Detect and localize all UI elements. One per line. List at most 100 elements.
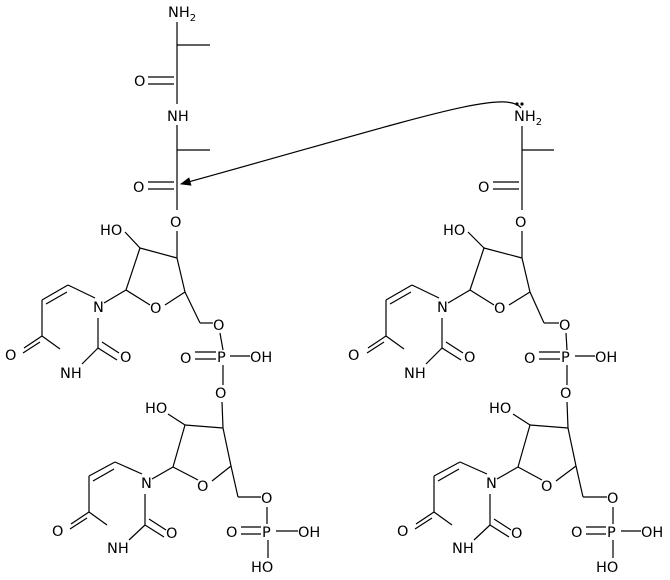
- bond: [125, 247, 141, 291]
- bond: [167, 413, 186, 426]
- bond: [81, 347, 99, 365]
- bond: [219, 332, 224, 351]
- right-o2-label: O: [464, 350, 475, 366]
- double-bond: [148, 518, 167, 531]
- double-bond: [489, 524, 510, 538]
- left-o2b-label: O: [166, 526, 177, 542]
- bond: [433, 511, 453, 526]
- bond: [415, 511, 435, 525]
- right-p2-oh-label: OH: [641, 525, 663, 541]
- bond: [483, 247, 523, 259]
- right-o4-label: O: [348, 348, 359, 364]
- right-n1-label: N: [437, 300, 448, 316]
- right-molecule: NH2 O O HO O O N O NH: [348, 102, 663, 576]
- left-o5-label: O: [213, 318, 224, 334]
- left-o2-label: O: [120, 350, 131, 366]
- double-bond: [144, 524, 165, 538]
- bond: [23, 335, 43, 349]
- bond: [517, 424, 531, 468]
- right-p-oh-label: OH: [595, 350, 617, 366]
- bond: [467, 231, 485, 249]
- bond: [114, 461, 143, 475]
- right-ho-label: HO: [443, 223, 465, 239]
- bond: [565, 332, 568, 351]
- bond: [67, 284, 96, 299]
- double-bond: [22, 341, 41, 354]
- double-bond: [493, 518, 512, 531]
- left-o4b-label: O: [52, 524, 63, 540]
- left-n1b-label: N: [141, 476, 152, 492]
- left-o5b-label: O: [261, 491, 272, 507]
- bond: [176, 257, 186, 293]
- bond: [172, 424, 186, 468]
- double-bond: [441, 347, 462, 361]
- bond: [473, 524, 491, 541]
- right-nh3-label: NH: [404, 366, 426, 382]
- bond: [512, 413, 531, 426]
- left-ring-o-label: O: [150, 301, 161, 317]
- right-p-o-eq-label: O: [524, 351, 535, 367]
- left-ho-b-label: HO: [145, 401, 167, 417]
- left-amide-o-label: O: [134, 74, 145, 90]
- bond: [151, 466, 174, 480]
- bond: [385, 335, 405, 350]
- bond: [496, 466, 519, 480]
- double-bond: [385, 284, 413, 301]
- bond: [567, 427, 577, 467]
- bond: [184, 424, 224, 429]
- bond: [367, 335, 387, 349]
- bond: [447, 289, 471, 304]
- bond: [211, 465, 232, 482]
- left-p-label: P: [217, 350, 226, 366]
- left-p2-ho-label: HO: [251, 560, 273, 576]
- right-nh2-label: NH2: [514, 109, 542, 128]
- left-molecule: NH2 O NH O O HO O O N: [5, 5, 320, 576]
- left-nh3-label: NH: [60, 366, 82, 382]
- bond: [508, 291, 531, 306]
- bond: [184, 291, 201, 324]
- left-amide-nh-label: NH: [167, 109, 189, 125]
- bond: [469, 247, 485, 291]
- right-n1b-label: N: [486, 476, 497, 492]
- bond: [164, 291, 186, 306]
- right-ho-b-label: HO: [489, 401, 511, 417]
- left-o3b-label: O: [215, 386, 226, 402]
- double-bond: [389, 291, 412, 305]
- left-p-oh-label: OH: [250, 350, 272, 366]
- left-ring-o-b-label: O: [197, 479, 208, 495]
- right-ring-o-b-label: O: [541, 479, 552, 495]
- double-bond: [41, 284, 69, 301]
- right-link-o-label: O: [515, 215, 526, 231]
- right-nh3b-label: NH: [452, 541, 474, 557]
- bond: [103, 289, 127, 304]
- left-nh2-label: NH2: [168, 5, 196, 24]
- double-bond: [433, 461, 461, 477]
- left-p2-label: P: [262, 525, 271, 541]
- left-p-o-eq-label: O: [180, 351, 191, 367]
- right-p2-label: P: [607, 525, 616, 541]
- double-bond: [45, 291, 68, 305]
- right-o5-label: O: [559, 318, 570, 334]
- left-o4-label: O: [5, 348, 16, 364]
- right-p2-ho-label: HO: [596, 560, 618, 576]
- right-o4b-label: O: [397, 524, 408, 540]
- left-nh3b-label: NH: [107, 541, 129, 557]
- bond: [41, 335, 61, 350]
- right-p2-o-eq-label: O: [571, 525, 582, 541]
- left-ho-label: HO: [100, 223, 122, 239]
- bond: [529, 291, 545, 324]
- bond: [128, 524, 146, 541]
- bond: [124, 231, 141, 249]
- left-p2-oh-label: OH: [298, 525, 320, 541]
- bond: [555, 465, 577, 482]
- left-p2-o-eq-label: O: [226, 525, 237, 541]
- bond: [222, 427, 232, 467]
- bond: [521, 257, 531, 293]
- bond: [139, 247, 178, 259]
- right-o5b-label: O: [607, 491, 618, 507]
- nucleophilic-attack-arrow: [179, 101, 522, 186]
- bond: [529, 424, 569, 429]
- bond: [459, 461, 488, 475]
- double-bond: [366, 341, 385, 354]
